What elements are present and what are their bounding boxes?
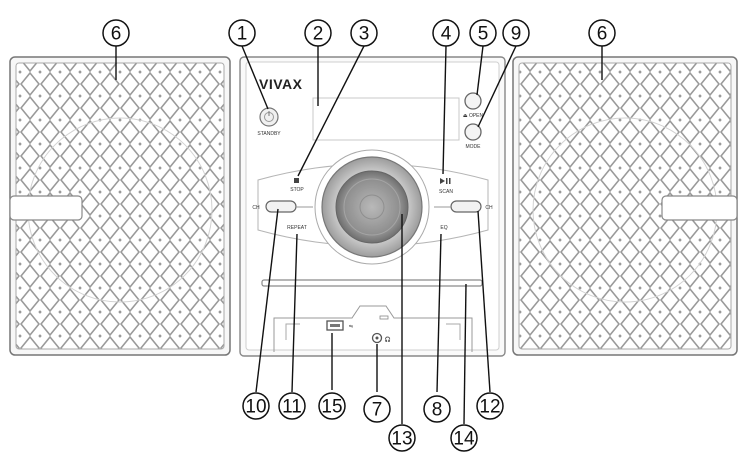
callout-15: 15 [318,392,346,420]
callout-number: 7 [372,400,383,421]
ch-plus-label: CH [485,205,493,211]
callout-number: 11 [282,397,302,418]
indicator-led [379,315,389,320]
callout-number: 14 [453,429,475,450]
callout-number: 4 [441,24,452,45]
callout-number: 3 [359,24,370,45]
callout-12: 12 [476,392,504,420]
ch-plus-button[interactable] [450,200,482,213]
callout-circle [363,395,391,423]
callout-number: 6 [111,24,122,45]
callout-number: 8 [432,400,443,421]
left-speaker-bracket [9,195,83,221]
callout-number: 10 [245,397,266,418]
callout-number: 2 [313,24,324,45]
callout-13: 13 [388,424,416,452]
leader-lines [115,45,603,425]
callout-circle [423,395,451,423]
cd-slot[interactable] [261,279,483,287]
callout-circle [388,424,416,452]
callout-number: 13 [391,429,412,450]
callout-1: 1 [228,19,256,47]
callout-circle [102,19,130,47]
callout-number: 6 [597,24,608,45]
callout-11: 11 [278,392,306,420]
ch-minus-button[interactable] [265,200,297,213]
stop-icon[interactable] [294,178,299,183]
usb-icon: ⇋ [349,324,353,330]
callout-circle [450,424,478,452]
callout-number: 12 [479,397,500,418]
callout-number: 1 [237,24,248,45]
headphone-icon: 🎧 [385,336,391,343]
callout-14: 14 [450,424,478,452]
left-speaker [9,56,231,356]
right-speaker-bracket [661,195,738,221]
eq-label: EQ [440,225,447,231]
mode-label: MODE [466,144,482,150]
lcd-display [312,97,460,141]
callout-circle [469,19,497,47]
callout-number: 15 [321,397,342,418]
callout-6b: 6 [588,19,616,47]
callout-circle [502,19,530,47]
callout-circle [350,19,378,47]
main-unit: VIVAX STANDBY ⏏ OPEN MODE STOP SCAN [239,56,506,357]
callout-circle [242,392,270,420]
standby-button[interactable] [259,107,279,127]
standby-label: STANDBY [257,131,281,137]
callout-2: 2 [304,19,332,47]
callout-9: 9 [502,19,530,47]
open-label: ⏏ OPEN [463,113,484,119]
callout-circle [278,392,306,420]
play-pause-icon[interactable] [440,178,451,184]
callout-8: 8 [423,395,451,423]
callout-circle [304,19,332,47]
callout-number: 5 [478,24,489,45]
callout-6a: 6 [102,19,130,47]
callout-circle [476,392,504,420]
callout-circle [432,19,460,47]
callout-4: 4 [432,19,460,47]
callout-circle [588,19,616,47]
open-button[interactable] [464,92,482,110]
callout-10: 10 [242,392,270,420]
stop-label: STOP [290,187,304,193]
lower-recess [273,305,473,352]
brand-logo: VIVAX [259,76,303,92]
ch-minus-label: CH [252,205,260,211]
callout-circle [228,19,256,47]
volume-knob[interactable] [314,149,430,265]
callout-3: 3 [350,19,378,47]
mode-button[interactable] [464,123,482,141]
callout-circle [318,392,346,420]
callout-5: 5 [469,19,497,47]
callout-7: 7 [363,395,391,423]
right-speaker [512,56,738,356]
callout-number: 9 [511,24,522,45]
scan-label: SCAN [439,189,453,195]
repeat-label: REPEAT [287,225,307,231]
